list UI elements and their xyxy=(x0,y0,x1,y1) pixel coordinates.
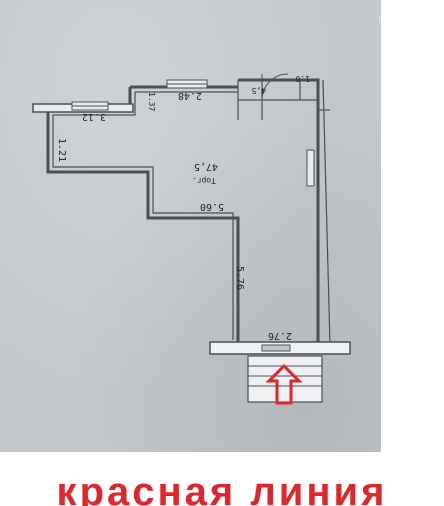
windows xyxy=(71,79,315,187)
bath-area: 4,5 xyxy=(251,86,266,95)
dim-small-height: 1.37 xyxy=(147,92,156,111)
inner-walls xyxy=(52,79,331,346)
entrance-area xyxy=(209,341,351,403)
room-area: 47,5 xyxy=(194,161,218,172)
dim-top-left: 3.12 xyxy=(82,111,106,122)
entrance-arrow-icon xyxy=(265,363,303,405)
caption-red-line: красная линия xyxy=(0,472,444,506)
floor-plan-image: 3.12 2.48 1.21 1.37 5.60 5.76 2.76 47,5 … xyxy=(0,0,381,452)
watermark: ONREALT xyxy=(377,14,436,26)
dim-right-height: 5.76 xyxy=(234,266,245,290)
dim-inner-width: 5.60 xyxy=(200,201,224,212)
door-swing xyxy=(261,73,289,101)
room-label: Торг. xyxy=(192,176,216,185)
caption-text: красная линия xyxy=(56,472,388,506)
dim-entrance-width: 2.76 xyxy=(268,330,292,341)
small-room-area: 1.0 xyxy=(295,74,310,83)
dim-left-height: 1.21 xyxy=(56,138,67,162)
dim-top-mid: 2.48 xyxy=(178,90,202,101)
floor-plan-drawing: 3.12 2.48 1.21 1.37 5.60 5.76 2.76 47,5 … xyxy=(32,73,351,405)
